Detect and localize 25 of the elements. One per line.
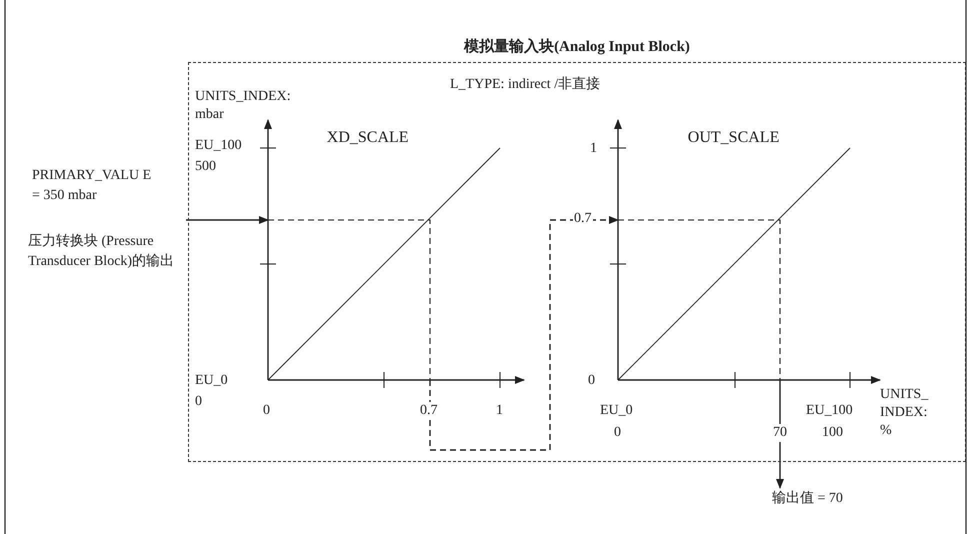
arrow bbox=[776, 380, 784, 489]
parameter-text: L_TYPE: indirect /非直接 bbox=[450, 76, 600, 94]
range-name-label: EU_100 bbox=[195, 137, 242, 155]
tick-label: 70 bbox=[772, 424, 788, 442]
range-value-label: 0 bbox=[195, 393, 202, 411]
axis-unit-label: UNITS_INDEX: mbar bbox=[195, 88, 292, 124]
tick-label: 1 bbox=[496, 402, 503, 420]
output-value-text: 输出值 = 70 bbox=[772, 490, 843, 508]
range-name-label: EU_100 bbox=[806, 402, 853, 420]
tick-label: 1 bbox=[590, 140, 597, 158]
block-title: 模拟量输入块(Analog Input Block) bbox=[462, 38, 691, 56]
range-value-label: 0 bbox=[614, 424, 621, 442]
input-value-text: PRIMARY_VALU E = 350 mbar bbox=[32, 167, 152, 205]
range-name-label: EU_0 bbox=[195, 372, 228, 390]
range-value-label: 500 bbox=[195, 158, 216, 176]
chart-title: OUT_SCALE bbox=[688, 128, 780, 147]
range-name-label: EU_0 bbox=[600, 402, 633, 420]
range-value-label: 100 bbox=[822, 424, 843, 442]
arrow bbox=[186, 216, 269, 224]
tick-label: 0 bbox=[588, 372, 595, 390]
arrow bbox=[429, 216, 619, 451]
tick-label: 0 bbox=[263, 402, 270, 420]
axis-unit-label: UNITS_ INDEX: % bbox=[880, 386, 930, 440]
chart-title: XD_SCALE bbox=[326, 128, 409, 147]
input-source-text: 压力转换块 (Pressure Transducer Block)的输出 bbox=[28, 232, 176, 271]
